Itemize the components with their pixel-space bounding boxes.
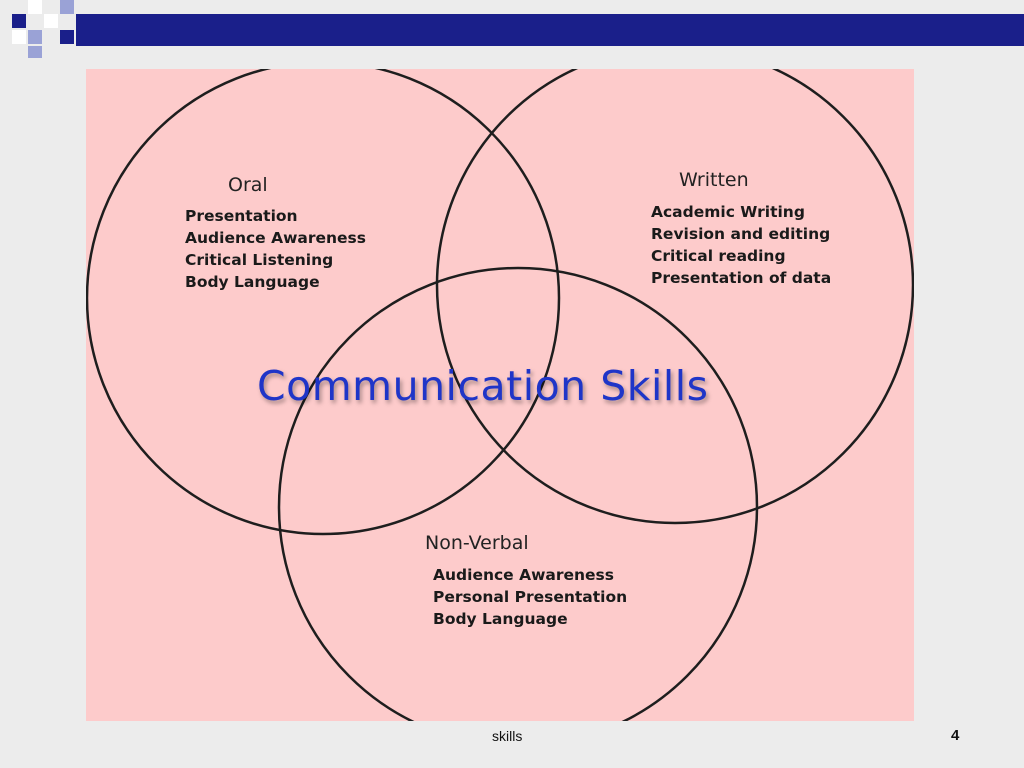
group-title-non-verbal: Non-Verbal — [425, 532, 529, 554]
diagram-center-title: Communication Skills — [257, 362, 709, 410]
venn-diagram — [86, 69, 914, 721]
list-oral: Presentation Audience Awareness Critical… — [185, 205, 366, 293]
deco-square-dark — [12, 14, 26, 28]
list-item: Audience Awareness — [185, 229, 367, 247]
list-item: Critical Listening — [185, 251, 334, 269]
corner-decoration — [12, 0, 1024, 58]
list-item: Academic Writing — [651, 203, 805, 221]
group-title-oral: Oral — [228, 174, 268, 196]
group-title-written: Written — [679, 169, 749, 191]
list-item: Presentation — [185, 207, 298, 225]
footer-text: skills — [492, 728, 523, 744]
deco-square-light — [28, 30, 42, 44]
list-item: Revision and editing — [651, 225, 831, 243]
list-item: Body Language — [433, 610, 568, 628]
list-non-verbal: Audience Awareness Personal Presentation… — [433, 564, 627, 630]
slide-number: 4 — [951, 727, 960, 744]
deco-square-light — [28, 46, 42, 58]
list-item: Critical reading — [651, 247, 786, 265]
deco-square-dark — [60, 30, 74, 44]
diagram-panel — [86, 69, 914, 721]
deco-square-light — [60, 0, 74, 14]
list-item: Presentation of data — [651, 269, 832, 287]
deco-square-white — [12, 30, 26, 44]
list-written: Academic Writing Revision and editing Cr… — [651, 201, 831, 289]
deco-square-white — [44, 14, 58, 28]
circle-written — [435, 69, 914, 525]
title-bar-rule — [76, 14, 1024, 46]
list-item: Audience Awareness — [433, 566, 615, 584]
deco-square-white — [28, 0, 42, 14]
list-item: Personal Presentation — [433, 588, 628, 606]
circle-oral — [86, 69, 561, 536]
list-item: Body Language — [185, 273, 320, 291]
circle-non-verbal — [277, 266, 759, 721]
